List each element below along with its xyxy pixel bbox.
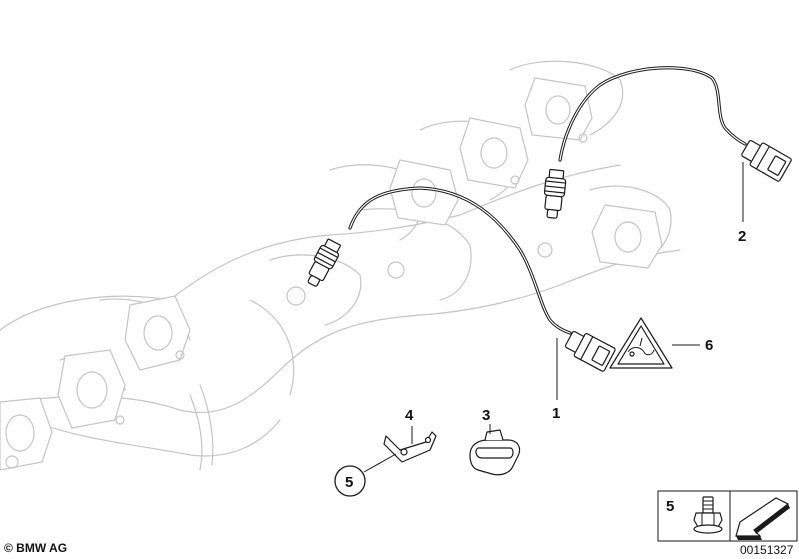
callout-1: 1: [552, 405, 560, 422]
image-number: 00151327: [740, 543, 794, 557]
legend-number: 5: [666, 498, 674, 515]
legend-box: 5: [657, 490, 798, 542]
bracket[interactable]: [383, 431, 437, 463]
callout-3: 3: [482, 407, 490, 424]
arrow-icon: [735, 497, 790, 540]
callout-4: 4: [405, 407, 414, 424]
bolt-icon: [693, 496, 723, 534]
cable-clip[interactable]: [469, 429, 521, 476]
callout-5: 5: [345, 474, 353, 491]
lambda-sensor-1[interactable]: [303, 186, 616, 372]
callout-5-circle: [334, 465, 366, 497]
callout-2: 2: [738, 228, 746, 245]
callout-6: 6: [705, 337, 713, 354]
exhaust-manifold-outline: [0, 60, 681, 471]
copyright-text: © BMW AG: [4, 541, 67, 555]
warning-label-6[interactable]: [609, 317, 673, 369]
leader-lines: [363, 162, 744, 473]
lambda-sensor-2[interactable]: [542, 66, 792, 219]
